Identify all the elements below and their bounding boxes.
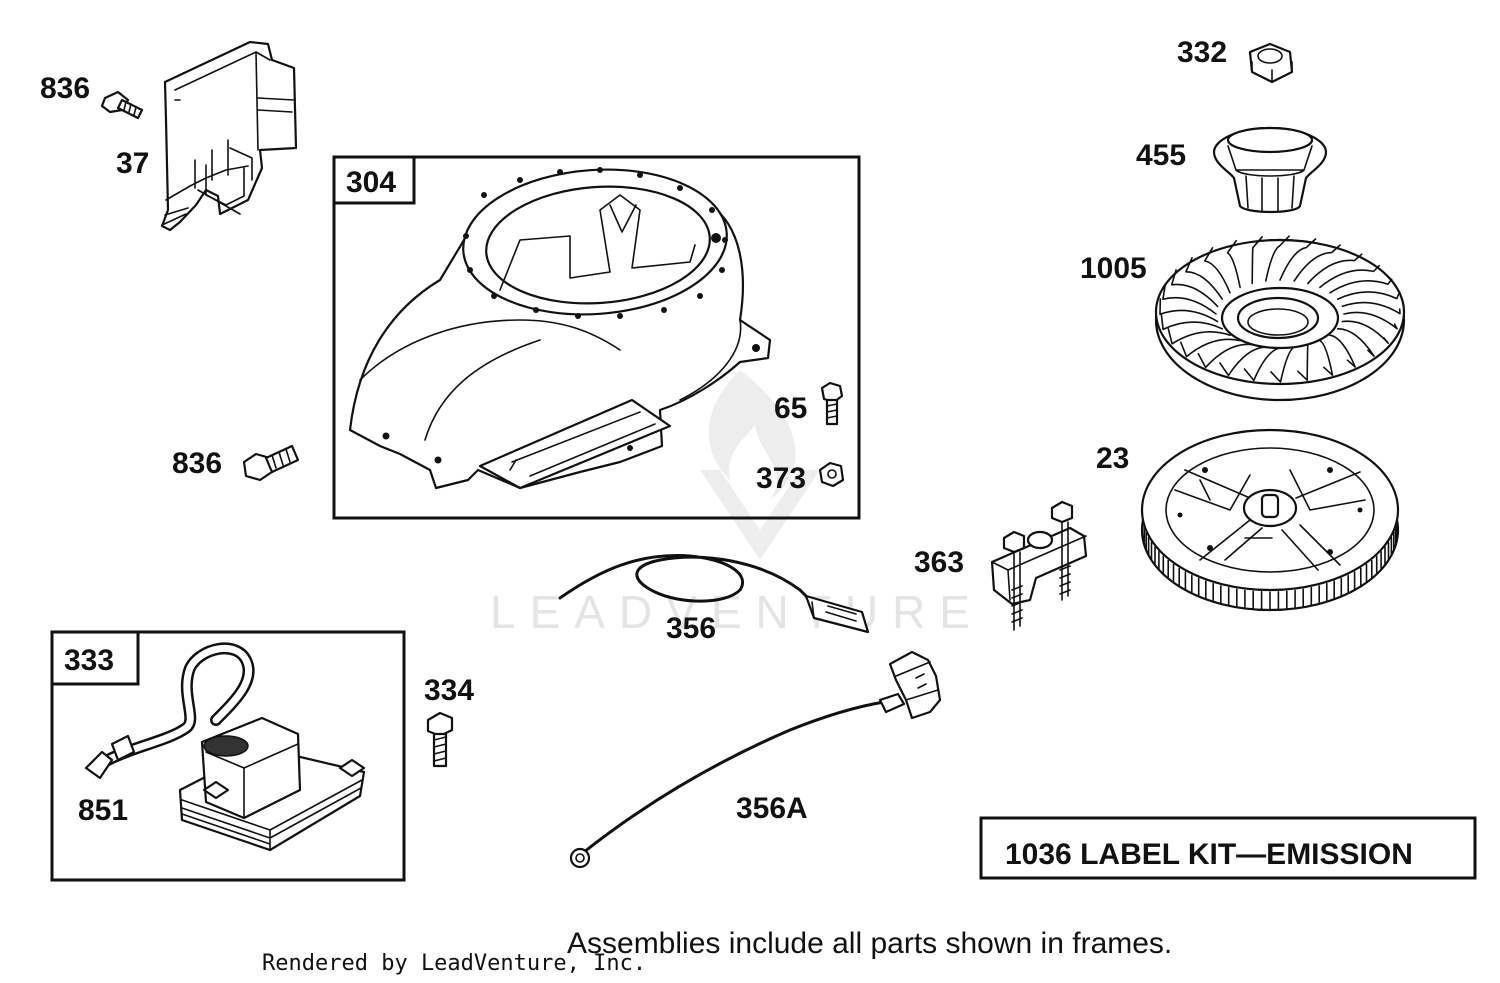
fan-blade (1251, 236, 1263, 285)
fan-blade (1336, 327, 1375, 357)
fan-blade (1293, 244, 1341, 282)
fan-1005[interactable] (1154, 235, 1406, 402)
screw-65[interactable] (820, 381, 844, 426)
wire-356A[interactable] (569, 650, 942, 869)
callout-334: 334 (424, 674, 474, 707)
kit-label-box (979, 816, 1477, 880)
fan-blade (1160, 313, 1224, 331)
callout-333: 333 (64, 644, 114, 677)
callout-356A: 356A (736, 792, 808, 825)
fan-blade (1329, 334, 1356, 368)
fan-blade (1197, 343, 1253, 369)
frame-304 (332, 155, 861, 520)
fan-blade (1180, 338, 1241, 358)
fan-blade (1185, 256, 1224, 300)
fan-blade (1297, 343, 1309, 381)
watermark-logo (700, 370, 820, 560)
fan-blade (1167, 328, 1231, 345)
bracket-363[interactable] (990, 500, 1088, 631)
fan-blade (1319, 339, 1334, 376)
callout-455: 455 (1136, 139, 1186, 172)
assemblies-note: Assemblies include all parts shown in fr… (567, 927, 1172, 960)
fan-blade (1336, 291, 1400, 300)
fan-blade (1170, 269, 1219, 308)
fan-blade (1341, 320, 1390, 344)
watermark-text: LEADVENTURE (490, 586, 984, 638)
fan-blade (1204, 247, 1231, 294)
blower-housing-304[interactable] (348, 161, 772, 490)
bracket-37[interactable] (160, 40, 298, 232)
fan-blade (1307, 253, 1363, 285)
render-credit: Rendered by LeadVenture, Inc. (262, 951, 646, 976)
fan-blade (1279, 238, 1317, 281)
screw-836-top[interactable] (100, 90, 144, 120)
callout-851: 851 (78, 794, 128, 827)
wire-356[interactable] (558, 553, 870, 634)
fan-blade (1341, 301, 1401, 315)
starter-cup-455[interactable] (1212, 126, 1328, 214)
callout-332: 332 (1177, 36, 1227, 69)
fan-blade (1226, 239, 1241, 289)
callout-37: 37 (116, 147, 149, 180)
fan-blade (1159, 298, 1219, 323)
kit-label-text: 1036 LABEL KIT—EMISSION (1005, 838, 1413, 871)
frame-333 (50, 630, 406, 882)
fan-blade (1329, 278, 1393, 294)
callout-836-top: 836 (40, 72, 90, 105)
callout-356: 356 (666, 612, 716, 645)
ignition-armature-333[interactable] (84, 642, 366, 852)
fan-blade (1319, 264, 1380, 289)
callout-836-mid: 836 (172, 447, 222, 480)
callout-373: 373 (756, 462, 806, 495)
fan-blade (1343, 311, 1398, 330)
fan-blade (1265, 235, 1290, 282)
fan-blade (1162, 283, 1217, 315)
callout-23: 23 (1096, 442, 1129, 475)
frame-333-tag (50, 630, 140, 686)
nut-332[interactable] (1248, 42, 1294, 84)
nut-373[interactable] (818, 461, 845, 488)
flywheel-23[interactable] (1140, 428, 1400, 612)
screw-836-mid[interactable] (242, 444, 300, 482)
callout-363: 363 (914, 546, 964, 579)
callout-65: 65 (774, 392, 807, 425)
callout-1005: 1005 (1080, 252, 1147, 285)
screw-334[interactable] (426, 711, 454, 768)
callout-304: 304 (346, 166, 396, 199)
frame-304-tag (332, 155, 416, 205)
